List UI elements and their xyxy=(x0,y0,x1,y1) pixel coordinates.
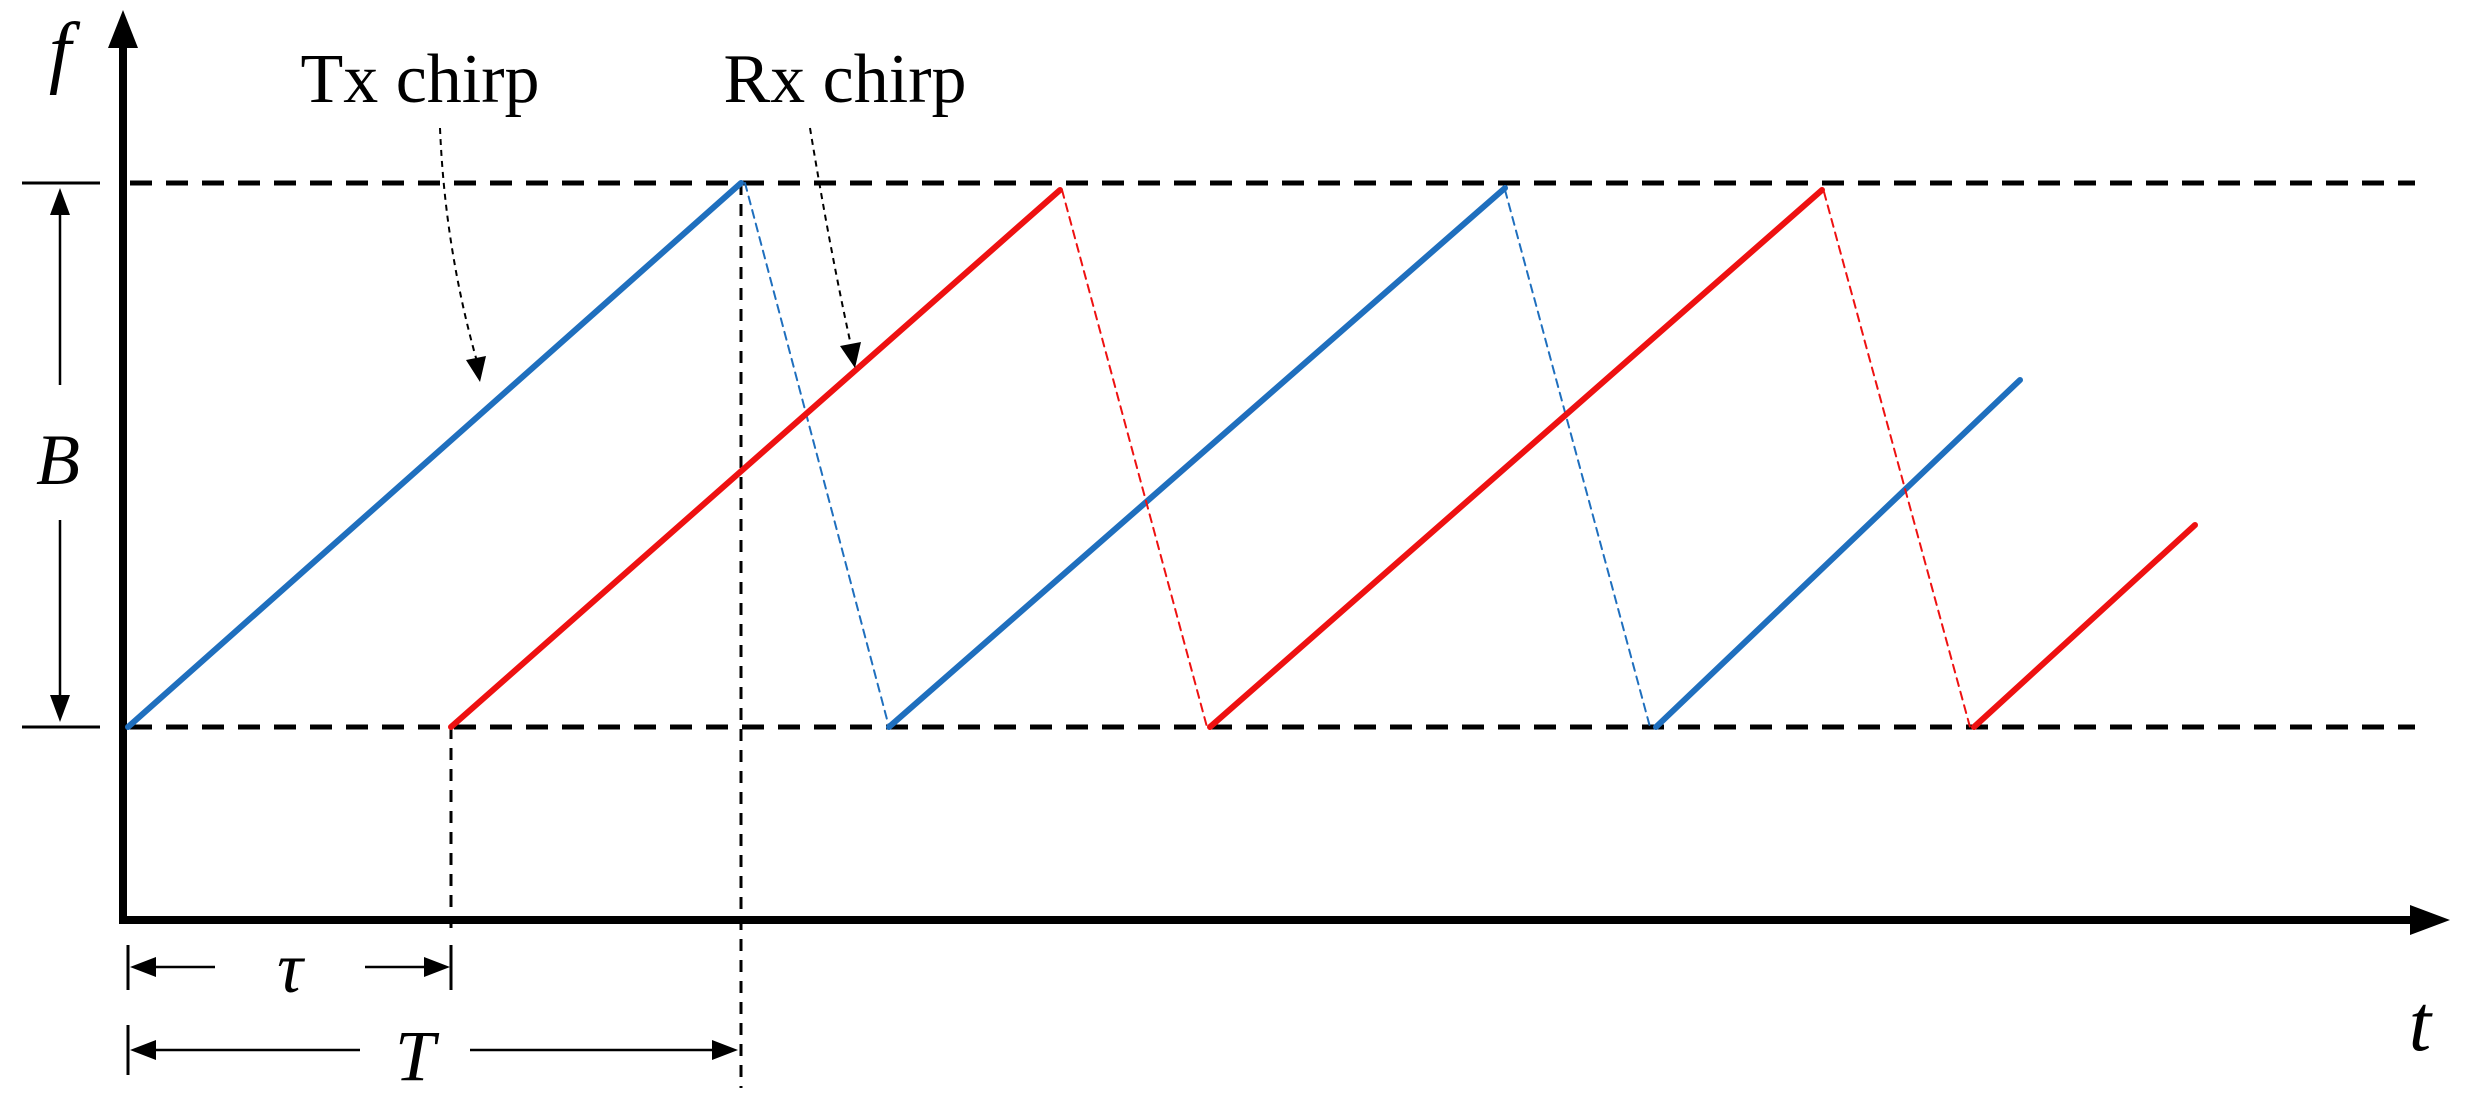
tx-chirp-label: Tx chirp xyxy=(300,41,539,118)
rx-chirp-ramp-1 xyxy=(448,187,1063,730)
rx-chirp-flyback-1 xyxy=(1061,189,1208,728)
rx-chirp-pointer xyxy=(809,127,853,351)
delay-label: τ xyxy=(277,928,305,1008)
tx-chirp-ramp-3 xyxy=(1653,377,2023,730)
period-label: T xyxy=(395,1016,440,1096)
band-limit-guides xyxy=(130,180,2415,730)
rx-chirp xyxy=(448,187,2198,730)
tx-chirp-ramp-2 xyxy=(886,185,1508,730)
rx-chirp-ramp-2 xyxy=(1207,187,1825,730)
period-right-dimension-arrow-icon xyxy=(712,1040,738,1060)
tx-chirp-callout: Tx chirp xyxy=(300,41,540,382)
tx-chirp-flyback-2 xyxy=(1504,189,1651,728)
rx-chirp-ramp-3 xyxy=(1971,522,2198,730)
bandwidth-lower-dimension-arrow-icon xyxy=(50,695,70,722)
bandwidth-label: B xyxy=(36,420,80,500)
rx-chirp-label: Rx chirp xyxy=(723,41,966,118)
rx-chirp-pointer-arrow-head-icon xyxy=(840,342,861,368)
delay-right-dimension-arrow-icon xyxy=(424,957,450,977)
time-axis-arrow-head-icon xyxy=(2410,905,2450,935)
period-left-dimension-arrow-icon xyxy=(130,1040,156,1060)
tx-chirp xyxy=(125,180,2023,730)
bandwidth-upper-dimension-arrow-icon xyxy=(50,188,70,215)
tx-chirp-pointer-arrow-head-icon xyxy=(466,356,486,382)
time-axis-label: t xyxy=(2409,980,2433,1068)
axes xyxy=(108,10,2450,935)
rx-chirp-flyback-2 xyxy=(1823,191,1971,728)
delay-left-dimension-arrow-icon xyxy=(130,957,156,977)
frequency-axis-label: f xyxy=(49,8,81,96)
period-dimension: T xyxy=(126,1016,738,1096)
frequency-axis-arrow-head-icon xyxy=(108,10,138,48)
tx-chirp-ramp-1 xyxy=(125,180,744,730)
bandwidth-dimension: B xyxy=(22,181,100,729)
delay-dimension: τ xyxy=(126,928,453,1008)
rx-chirp-callout: Rx chirp xyxy=(723,41,967,368)
vertical-guides xyxy=(449,183,743,1088)
tx-chirp-flyback-1 xyxy=(744,182,890,728)
tx-chirp-pointer xyxy=(439,127,479,366)
